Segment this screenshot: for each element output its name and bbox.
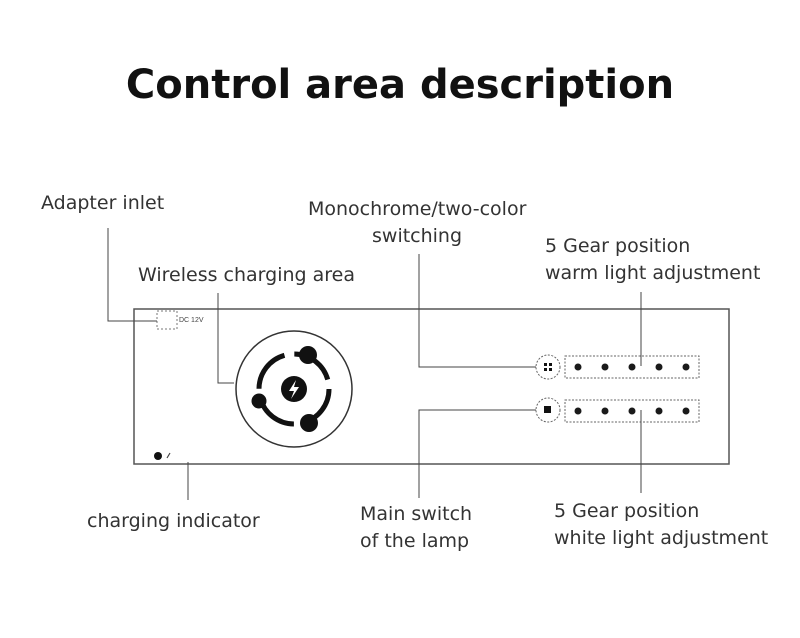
main-switch-leader bbox=[418, 409, 536, 498]
dc-inlet-port bbox=[156, 310, 178, 330]
warm-gear-dot-1 bbox=[574, 363, 582, 371]
white-light-label-line1: 5 Gear position bbox=[554, 500, 700, 522]
warm-gear-dot-3 bbox=[628, 363, 636, 371]
warm-gear-dot-4 bbox=[655, 363, 663, 371]
warm-gear-dot-5 bbox=[682, 363, 690, 371]
diagram-title: Control area description bbox=[125, 62, 675, 108]
charging-indicator-mark bbox=[166, 452, 171, 459]
white-gear-dot-1 bbox=[574, 407, 582, 415]
square-stop-icon bbox=[544, 406, 551, 413]
white-gear-dot-5 bbox=[682, 407, 690, 415]
charging-indicator-led bbox=[154, 452, 162, 460]
white-gear-dot-4 bbox=[655, 407, 663, 415]
main-switch-button bbox=[535, 397, 561, 423]
main-switch-label-line2: of the lamp bbox=[360, 530, 470, 552]
mono-switch-label-line2: switching bbox=[372, 225, 463, 247]
mono-switch-leader bbox=[418, 254, 536, 368]
adapter-inlet-leader bbox=[107, 228, 157, 322]
charging-indicator-label: charging indicator bbox=[87, 510, 260, 532]
warm-gear-dot-2 bbox=[601, 363, 609, 371]
warm-light-label-line2: warm light adjustment bbox=[545, 262, 761, 284]
mono-switch-label-line1: Monochrome/two-color bbox=[308, 198, 527, 220]
white-gear-dot-3 bbox=[628, 407, 636, 415]
grid-four-icon bbox=[544, 363, 552, 371]
wireless-charging-leader bbox=[217, 293, 234, 384]
wireless-charging-label: Wireless charging area bbox=[138, 264, 355, 286]
dc-inlet-label: DC 12V bbox=[179, 317, 204, 324]
control-panel bbox=[133, 308, 730, 465]
mono-switch-button bbox=[535, 354, 561, 380]
white-gear-dot-2 bbox=[601, 407, 609, 415]
adapter-inlet-label: Adapter inlet bbox=[41, 192, 165, 214]
wireless-charging-pad bbox=[235, 330, 353, 448]
lightning-bolt-icon bbox=[289, 380, 299, 399]
main-switch-label-line1: Main switch bbox=[360, 503, 473, 525]
white-light-label-line2: white light adjustment bbox=[554, 527, 769, 549]
warm-light-label-line1: 5 Gear position bbox=[545, 235, 691, 257]
